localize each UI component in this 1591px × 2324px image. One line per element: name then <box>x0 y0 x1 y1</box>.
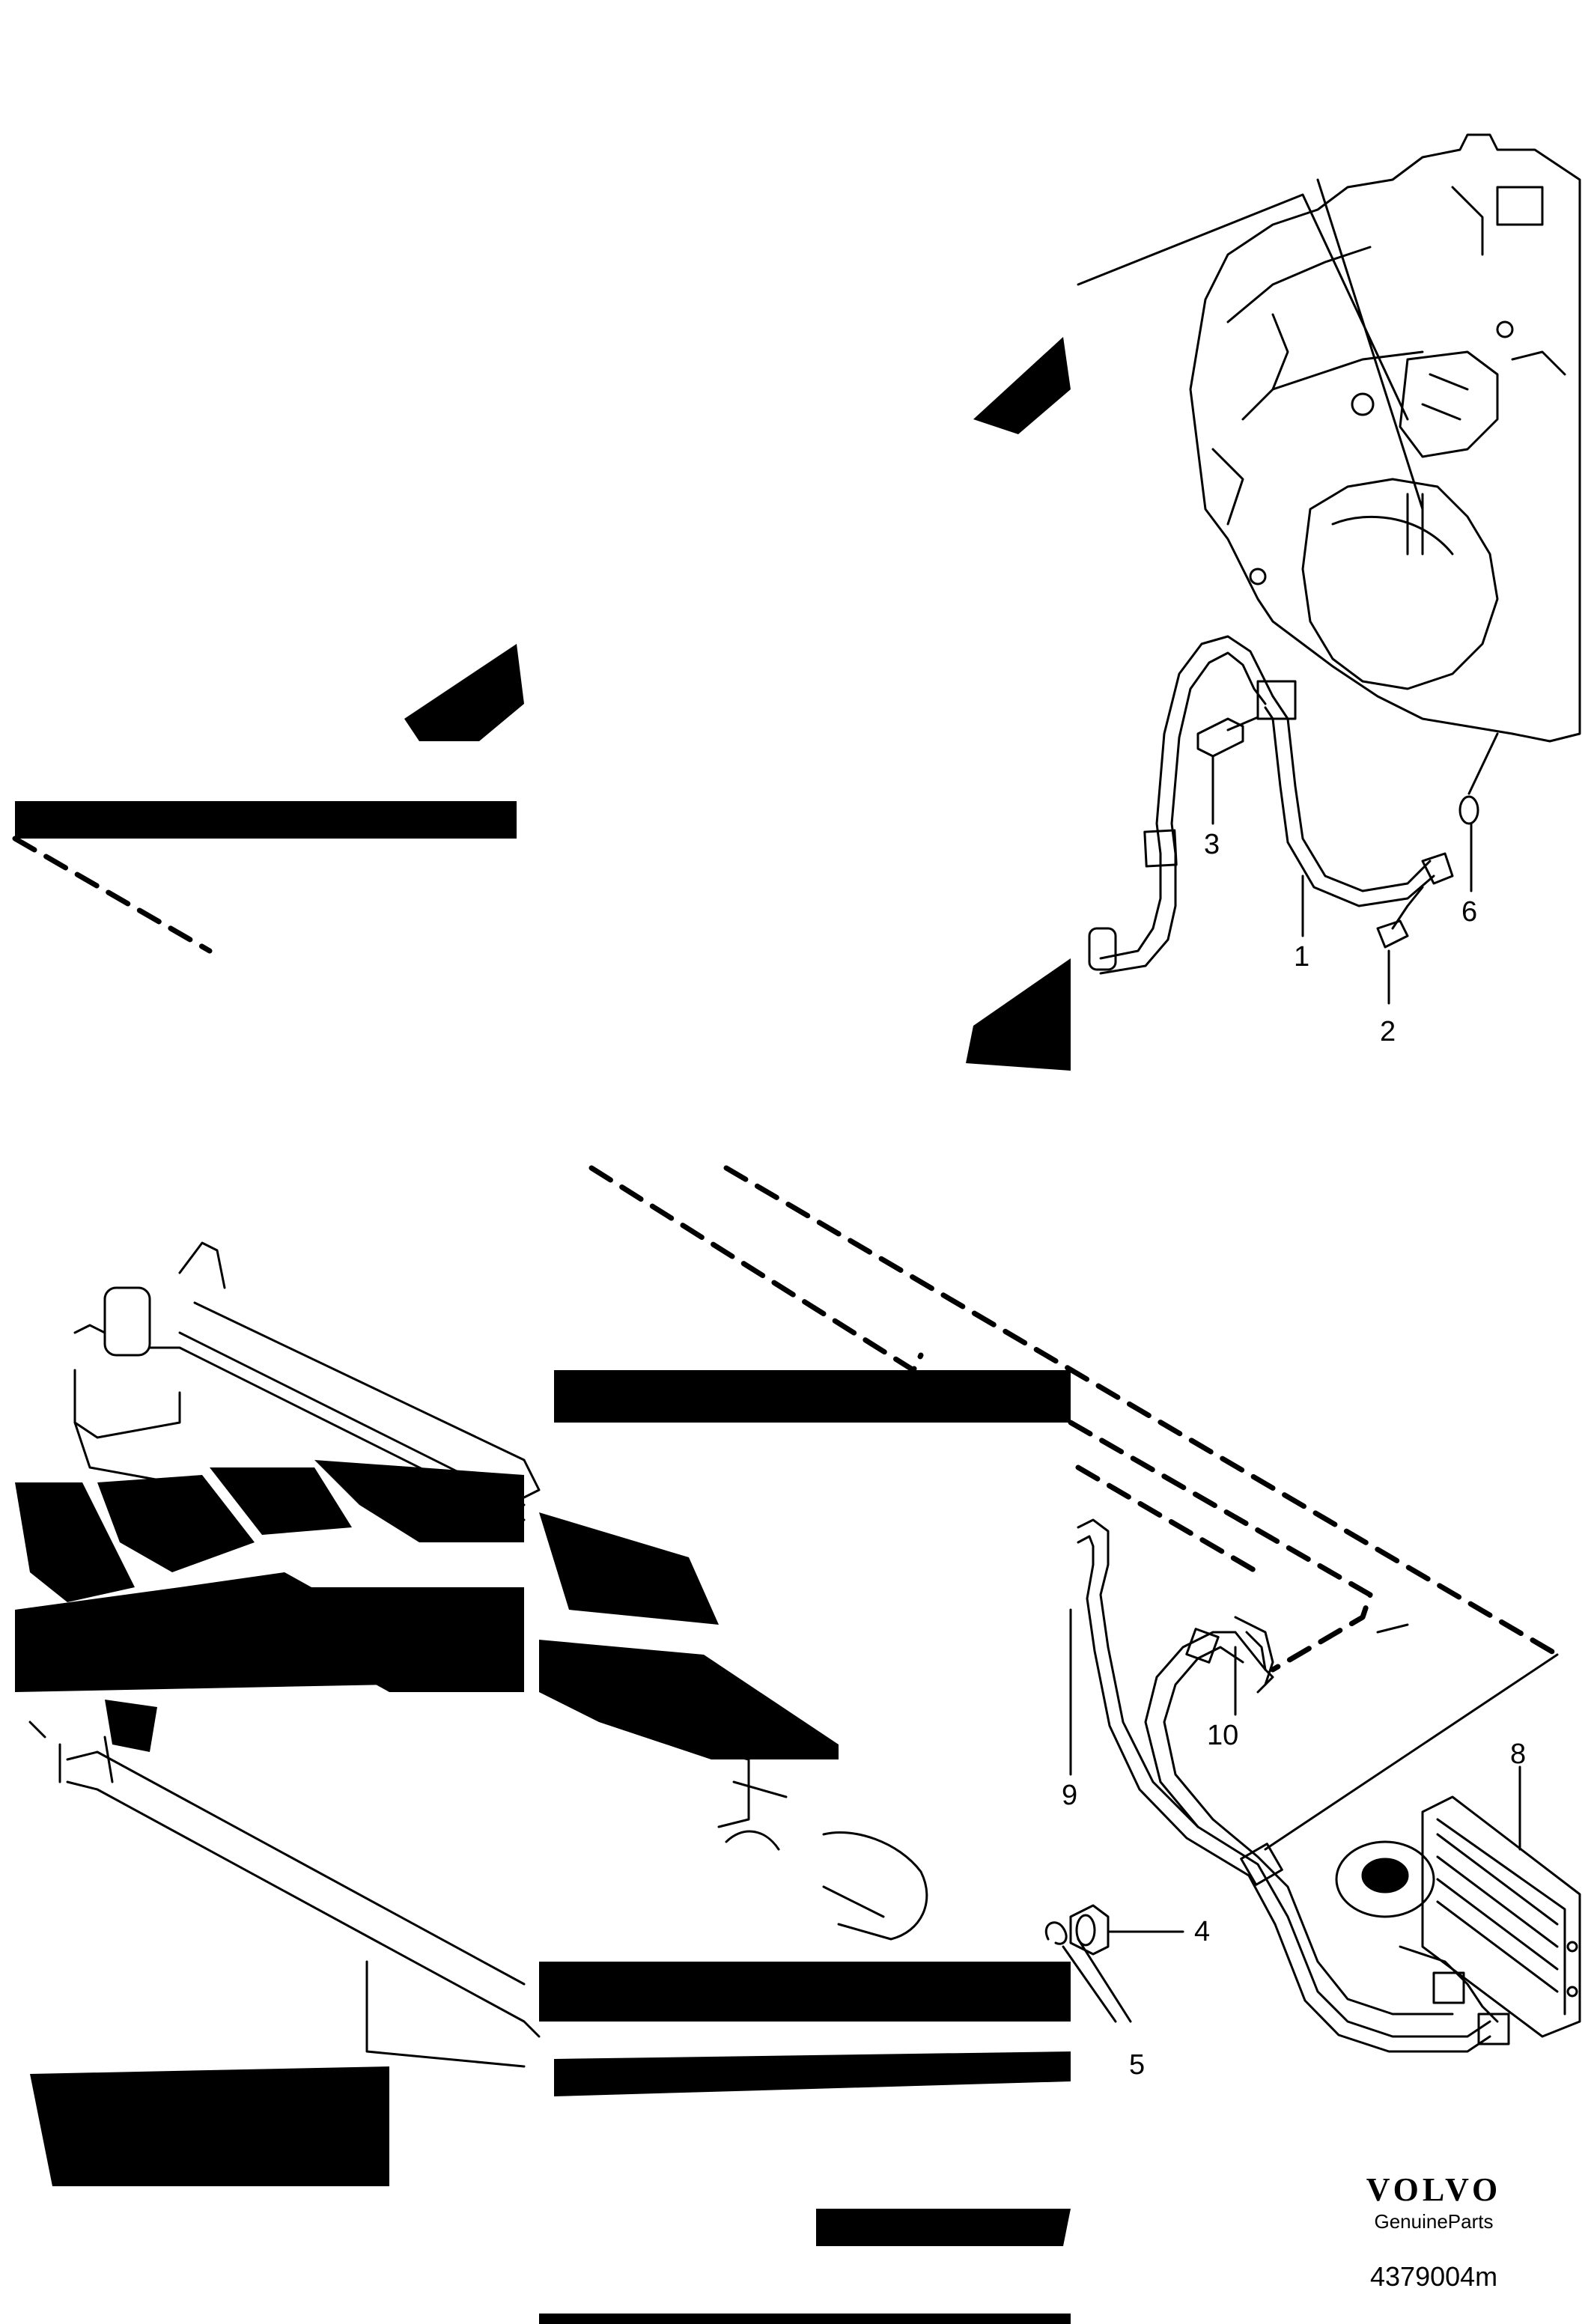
callout-1: 1 <box>1294 941 1309 973</box>
diagram-reference-number: 4379004m <box>1370 2261 1498 2292</box>
cooler-pipes <box>1077 1518 1491 2053</box>
dashed-guide-lines <box>12 836 1560 1673</box>
genuine-parts-label: GenuineParts <box>1374 2210 1494 2233</box>
callout-9: 9 <box>1062 1780 1077 1811</box>
transmission-housing <box>1189 133 1581 743</box>
bolt-2 <box>1376 886 1424 949</box>
volvo-brand: VOLVO GenuineParts <box>1333 2171 1535 2234</box>
bolt-3 <box>1196 716 1259 758</box>
radiator-shading <box>15 337 1071 2324</box>
o-ring-6 <box>1458 795 1479 825</box>
callout-5: 5 <box>1129 2049 1145 2081</box>
callout-10: 10 <box>1207 1720 1238 1751</box>
oil-cooler-hose-upper <box>1088 635 1454 975</box>
callout-8: 8 <box>1510 1739 1526 1770</box>
clip-5 <box>1045 1921 1068 1945</box>
oil-cooler-8 <box>1335 1795 1581 2045</box>
callout-4: 4 <box>1194 1916 1210 1947</box>
callout-3: 3 <box>1204 829 1220 860</box>
fitting-4 <box>1069 1904 1110 1956</box>
radiator-assembly <box>28 1241 928 2068</box>
volvo-logo: VOLVO <box>1366 2171 1502 2208</box>
callout-6: 6 <box>1461 896 1477 928</box>
callout-2: 2 <box>1380 1016 1396 1047</box>
